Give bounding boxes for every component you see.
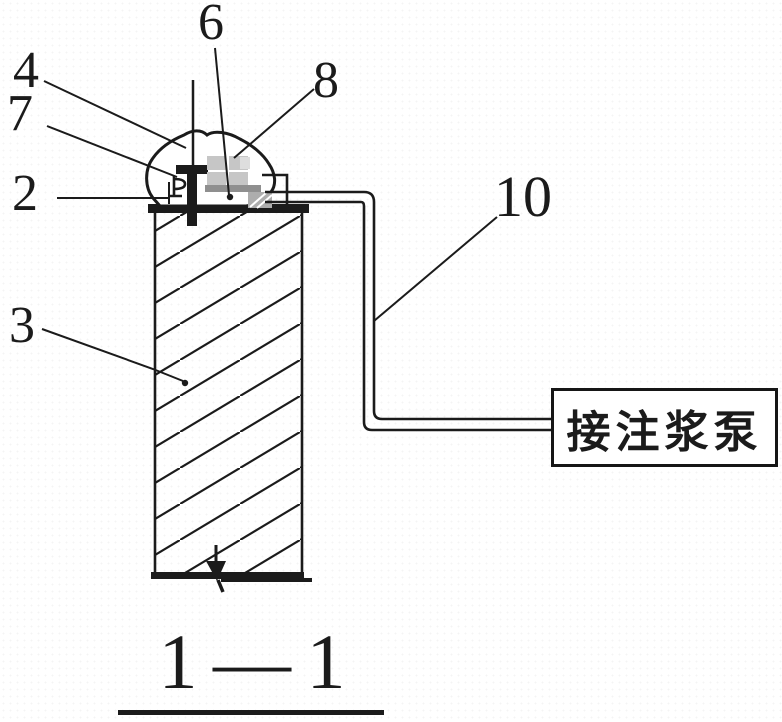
pipe-outer-wall [265, 190, 551, 421]
section-cut-arrow [206, 545, 226, 593]
leader-line-3 [41, 328, 184, 382]
part-label-2: 2 [12, 165, 38, 222]
grout-channel [205, 185, 261, 192]
section-plane-line [221, 578, 312, 582]
part-label-8: 8 [313, 52, 339, 109]
outlet-flange [262, 173, 289, 205]
packer-blocks [207, 156, 250, 185]
concrete-column [148, 204, 312, 582]
part-label-6: 6 [198, 0, 224, 51]
pump-box: 接注浆泵 [551, 388, 778, 467]
leader-dot-3 [181, 379, 189, 387]
section-title-underline [118, 710, 384, 715]
leader-line-4 [43, 80, 187, 149]
part-label-7: 7 [7, 85, 33, 142]
leader-dot-6 [226, 193, 234, 201]
leader-lines [41, 47, 498, 382]
leader-line-10 [373, 216, 498, 322]
column-top-edge [148, 204, 309, 213]
valve-fitting [170, 176, 187, 198]
leader-line-7 [46, 125, 178, 178]
column-bottom-edge [151, 572, 304, 579]
part-label-10: 10 [494, 164, 552, 229]
pipe-inner-wall [265, 200, 551, 432]
injection-bolt-shaft [187, 165, 197, 226]
section-title: 1 — 1 [158, 618, 346, 705]
cap-internals [168, 80, 289, 226]
grout-pipe [265, 190, 551, 432]
part-label-4: 4 [13, 42, 39, 99]
pipe-connector-block [248, 192, 273, 209]
leader-line-8 [233, 88, 315, 159]
pump-box-label: 接注浆泵 [566, 407, 763, 457]
part-label-3: 3 [9, 297, 35, 354]
leader-line-6 [214, 47, 230, 196]
column-hatch-fill [155, 212, 302, 574]
